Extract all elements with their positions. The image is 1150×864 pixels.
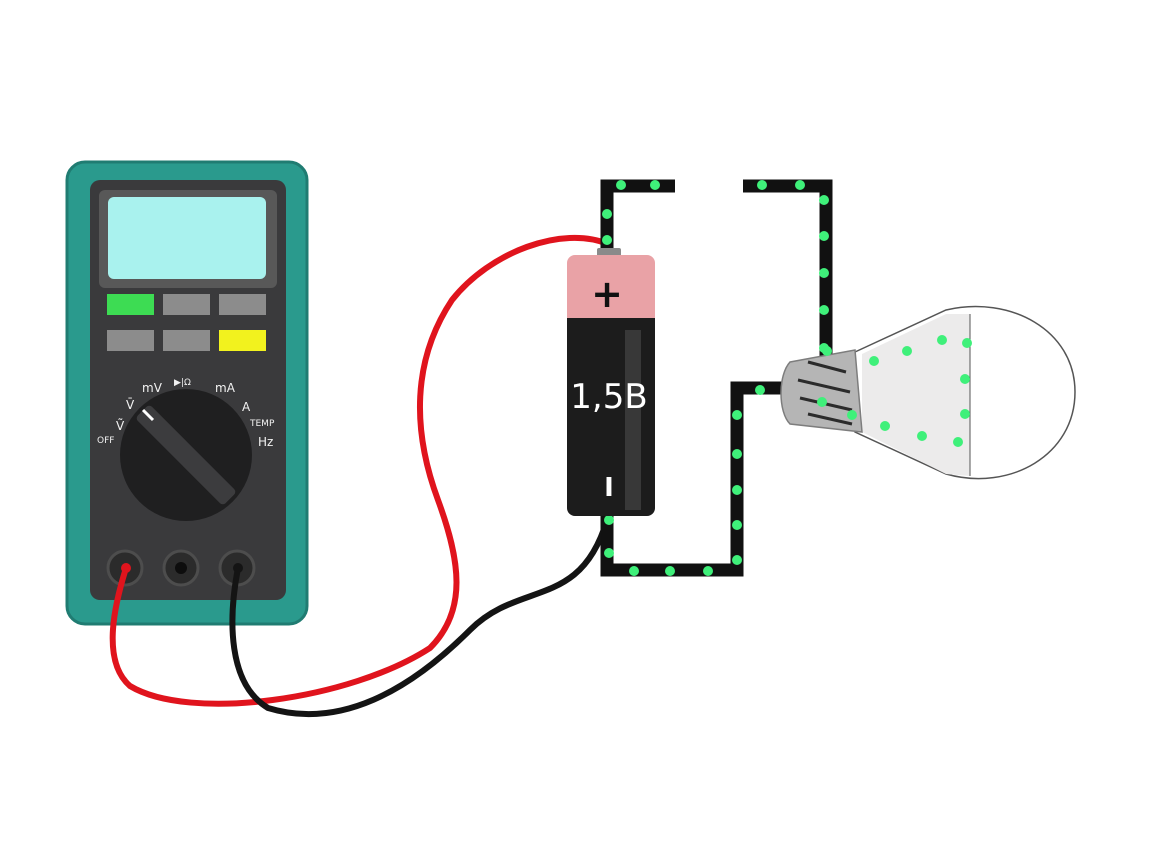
dial-label-a: A: [242, 400, 251, 414]
dial-label-off: OFF: [97, 436, 114, 446]
battery-minus-sign: I: [604, 473, 614, 503]
dial-label-diode-ohm: ▶|Ω: [174, 378, 191, 388]
bulb-lit-area: [862, 314, 970, 476]
light-bulb: [780, 305, 1076, 480]
multimeter-display: [108, 197, 266, 279]
dial-label-temp: TEMP: [249, 419, 275, 429]
battery: + 1,5В I: [567, 248, 655, 516]
red-probe-wire: [109, 234, 611, 707]
wire-battery-top-left: [600, 179, 675, 250]
electron-dots: [602, 180, 829, 576]
battery-highlight: [625, 330, 641, 510]
multimeter: mV ▶|Ω mA V̄ Ṽ A TEMP OFF Hz: [65, 160, 309, 626]
battery-plus-sign: +: [591, 272, 623, 316]
rotary-dial-pointer: [136, 405, 236, 505]
dial-label-v-ac: Ṽ: [116, 418, 125, 433]
gray-button[interactable]: [163, 294, 210, 315]
wire-top-right-to-bulb: [743, 179, 833, 370]
green-button[interactable]: [107, 294, 154, 315]
black-probe-tip: [233, 563, 243, 573]
battery-terminal: [597, 248, 621, 257]
gray-button[interactable]: [163, 330, 210, 351]
battery-voltage-label: 1,5В: [570, 377, 647, 417]
bulb-electron-dots: [817, 335, 972, 447]
dial-label-ma: mA: [215, 381, 236, 395]
black-probe-wire: [229, 517, 610, 718]
battery-top: [567, 255, 655, 325]
yellow-button[interactable]: [219, 330, 266, 351]
gray-button[interactable]: [107, 330, 154, 351]
dial-label-mv: mV: [142, 381, 163, 395]
dial-label-hz: Hz: [258, 435, 273, 449]
red-probe-tip: [121, 563, 131, 573]
dial-label-v-dc: V̄: [126, 398, 135, 412]
gray-button[interactable]: [219, 294, 266, 315]
